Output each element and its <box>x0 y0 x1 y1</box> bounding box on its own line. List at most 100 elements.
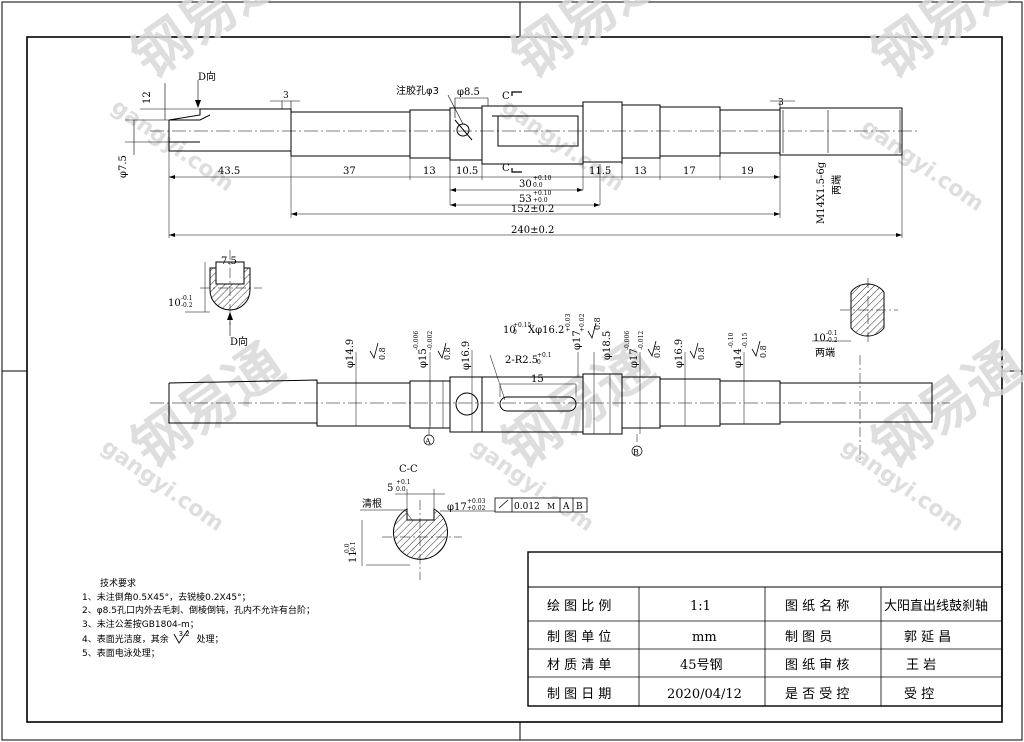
datum-b: B <box>633 448 639 457</box>
dia-15-tol-dn: -0.002 <box>427 331 434 350</box>
tb-material-value: 45号钢 <box>680 658 723 673</box>
title-block-text: 绘 图 比 例 1:1 图 纸 名 称 大阳直出线鼓刹轴 制 图 单 位 mm … <box>547 598 988 702</box>
watermark-brand: 钢易通 <box>501 0 676 91</box>
tb-material-key: 材 质 清 单 <box>547 658 611 673</box>
dim-152: 152±0.2 <box>511 204 554 215</box>
dim-53: 53 <box>519 194 532 205</box>
title-block <box>527 551 1003 707</box>
tb-name-key: 图 纸 名 称 <box>785 598 849 614</box>
section-cc-depth-up: +0.1 <box>396 479 411 486</box>
dia-16-9-a: φ16.9 <box>461 341 472 370</box>
section-cc-depth: 5 <box>387 483 393 494</box>
thread-spec: M14X1.5-6g <box>816 161 827 224</box>
dim-19: 19 <box>741 166 754 177</box>
dim-13-b: 13 <box>634 166 647 177</box>
section-cc-dia: φ17 <box>447 502 467 513</box>
section-cc-dia-up: +0.03 <box>467 498 486 505</box>
dia-15: φ15 <box>418 348 429 368</box>
note-5: 5、表面电泳处理； <box>82 648 160 659</box>
note-4-text: 4、表面光洁度，其余 <box>82 635 169 645</box>
dim-53-tol-up: +0.10 <box>533 190 552 197</box>
keyway-length: 15 <box>531 374 544 385</box>
dim-3-left: 3 <box>283 91 289 101</box>
end-view: 10 -0.1 -0.2 两端 <box>812 278 898 359</box>
note-1: 1、未注倒角0.5X45°，去锐棱0.2X45°； <box>82 592 251 603</box>
note-4-suffix: 处理； <box>196 635 224 645</box>
dim-53-tol-dn: +0.0 <box>533 197 548 204</box>
tb-drafter-value: 郭 延 昌 <box>904 629 951 645</box>
dia-15-tol-up: -0.006 <box>413 331 420 350</box>
slot-dia: Xφ16.2 <box>528 325 564 336</box>
keyway: 2-R2.5 <box>505 355 538 366</box>
main-view-labels: φ14.9 0.8 φ15 -0.006 -0.002 0.8 φ16.9 10… <box>345 313 768 457</box>
rough-2: 0.8 <box>443 347 452 360</box>
d-view-dim: 10 <box>168 298 181 309</box>
dia-17-b: φ17 <box>629 348 640 368</box>
tb-drafter-key: 制 图 员 <box>785 630 832 645</box>
runout-modifier: M <box>547 502 555 511</box>
runout-datum-b: B <box>576 502 583 512</box>
dia-14: φ14 <box>733 348 744 368</box>
keyway-dn: 0 <box>537 359 541 366</box>
dim-17: 17 <box>683 166 696 177</box>
d-view-caption: D向 <box>230 335 248 348</box>
end-view-tol-dn: -0.2 <box>826 337 838 344</box>
tb-name-value: 大阳直出线鼓刹轴 <box>884 599 988 614</box>
tb-review-key: 图 纸 审 核 <box>785 658 849 673</box>
note-4: 4、表面光洁度，其余 3.2 处理； <box>82 630 315 648</box>
tb-review-value: 王 岩 <box>906 658 936 673</box>
end-view-tol-up: -0.1 <box>826 330 838 337</box>
tb-date-value: 2020/04/12 <box>667 687 742 702</box>
rough-4: 0.8 <box>593 317 602 330</box>
dim-11-5: 11.5 <box>589 166 611 177</box>
section-c-bottom: C <box>502 163 510 174</box>
section-cc-title: C-C <box>399 464 418 475</box>
dia-16-9-b: φ16.9 <box>674 339 685 368</box>
top-view <box>125 80 920 238</box>
section-cc-dia-dn: +0.02 <box>467 505 486 512</box>
dim-43-5: 43.5 <box>218 166 240 177</box>
dim-10-5: 10.5 <box>456 166 478 177</box>
dim-240: 240±0.2 <box>511 225 554 236</box>
note-3: 3、未注公差按GB1804-m； <box>82 619 199 630</box>
section-cc: C-C 清根 5 +0.1 0.0 11 0.0 -0.1 φ17 +0.03 … <box>344 464 588 580</box>
d-view-width: 7.5 <box>221 256 237 267</box>
watermark-site: gangyi.com <box>857 114 989 217</box>
tb-unit-key: 制 图 单 位 <box>547 630 611 645</box>
dia-14-dn: -0.15 <box>742 332 749 348</box>
technical-notes: 技术要求 1、未注倒角0.5X45°，去锐棱0.2X45°； 2、φ8.5孔口内… <box>82 578 315 661</box>
hole-label: 注胶孔φ3 <box>396 84 439 97</box>
dim-37: 37 <box>343 166 356 177</box>
dia-18-5: φ18.5 <box>602 331 613 360</box>
runout-datum-a: A <box>562 502 570 512</box>
section-cc-width: 11 <box>348 550 359 563</box>
dim-30: 30 <box>519 179 532 190</box>
rough-1: 0.8 <box>378 347 387 360</box>
keyway-up: +0.1 <box>537 352 552 359</box>
notes-title: 技术要求 <box>100 579 137 589</box>
dia-17-b-dn: -0.012 <box>638 331 645 350</box>
thread-both-ends: 两端 <box>830 175 843 195</box>
tb-date-key: 制 图 日 期 <box>547 687 611 702</box>
dim-30-tol-up: +0.10 <box>533 175 552 182</box>
datum-a: A <box>424 437 431 446</box>
note-2: 2、φ8.5孔口内外去毛刺、倒棱倒钝，孔内不允许有台阶； <box>82 606 315 616</box>
dia-14-9: φ14.9 <box>345 339 356 368</box>
section-c-top: C <box>502 91 510 102</box>
watermark-site: gangyi.com <box>107 94 239 197</box>
tb-unit-value: mm <box>692 630 717 645</box>
dim-12: 12 <box>142 91 153 104</box>
roughness-value: 3.2 <box>178 630 190 638</box>
d-view-tol-up: -0.1 <box>181 295 193 302</box>
dim-13-a: 13 <box>423 166 436 177</box>
end-view-dim: 10 <box>813 333 826 344</box>
slot-up: +0.15 <box>513 322 532 329</box>
tb-scale-value: 1:1 <box>690 599 711 614</box>
rough-8: 0.8 <box>759 345 768 358</box>
rough-7: 0.8 <box>697 347 706 360</box>
main-view <box>150 322 950 460</box>
section-cc-width-dn: -0.1 <box>350 541 357 553</box>
dim-3-right: 3 <box>778 98 784 108</box>
runout-tolerance: 0.012 <box>514 502 540 512</box>
